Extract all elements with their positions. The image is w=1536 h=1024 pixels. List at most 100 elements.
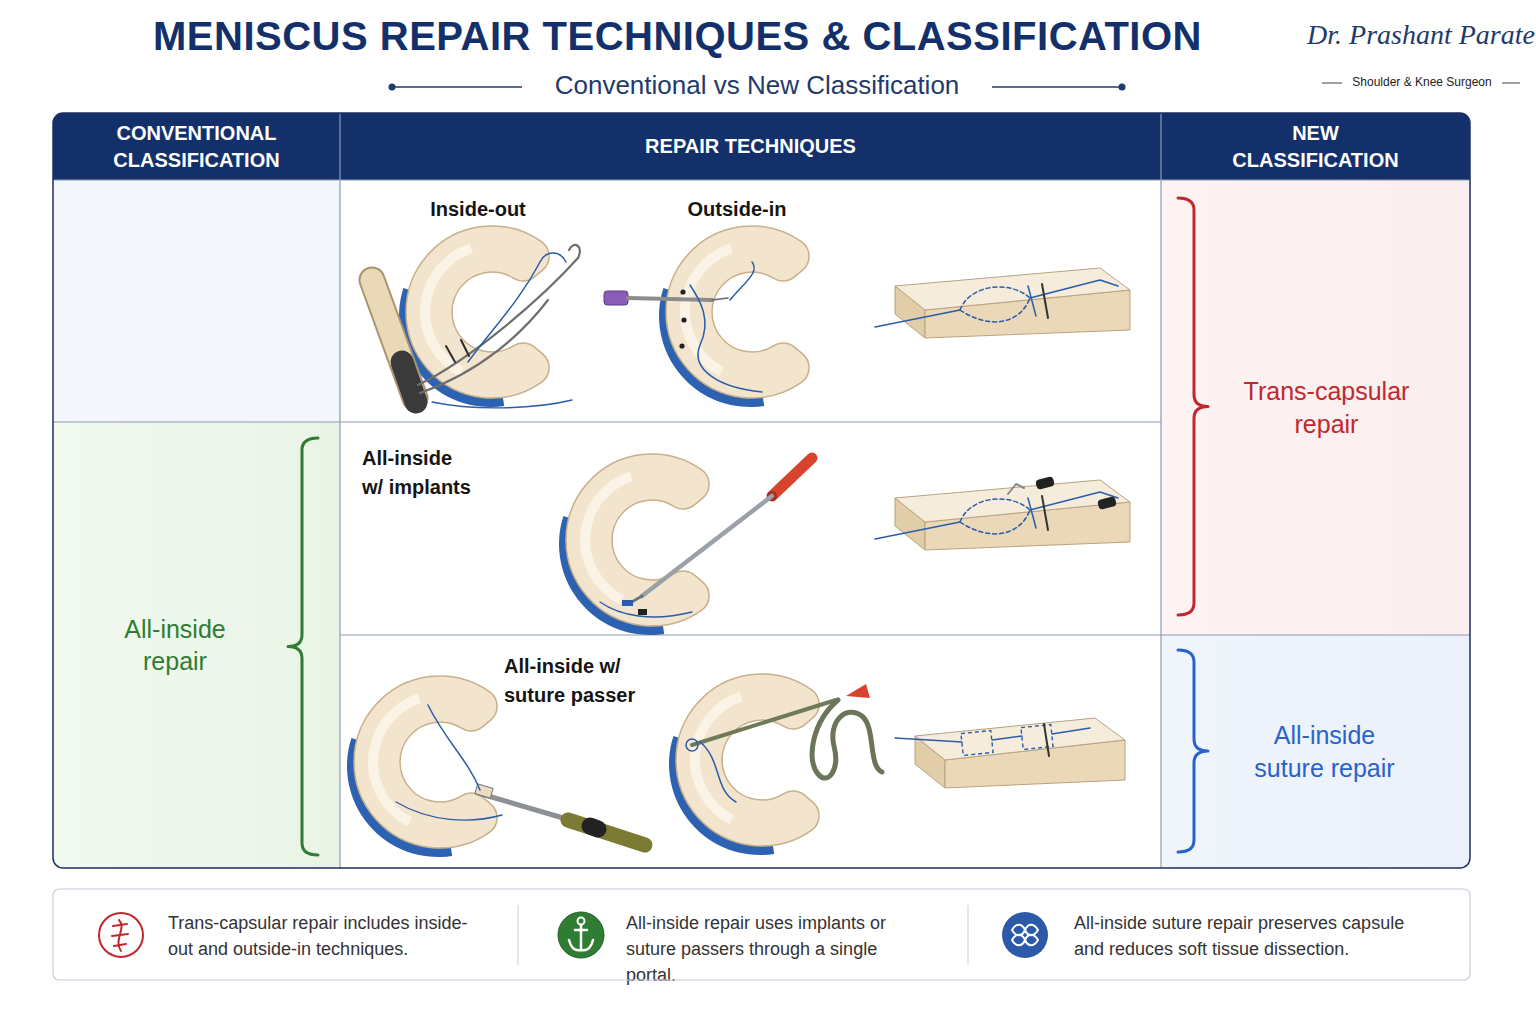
slab-front	[925, 502, 1130, 550]
meniscus-highlight	[580, 472, 633, 605]
stitch	[1042, 496, 1048, 530]
stitch-dot	[681, 317, 686, 322]
meniscus-body	[566, 454, 709, 626]
cell-heading: All-inside suture repair	[1245, 719, 1405, 784]
curly-bracket	[288, 438, 318, 855]
technique-cell: All-inside w/ suture passer	[340, 635, 1161, 868]
column-header: REPAIR TECHNIQUES	[340, 113, 1161, 180]
suture-icon	[99, 913, 143, 957]
stitch-dot	[680, 289, 685, 294]
implant	[638, 609, 647, 615]
technique-label: All-inside w/ implants	[362, 444, 474, 502]
handle-band	[590, 826, 598, 829]
slab-top	[895, 480, 1130, 522]
slab-top	[915, 718, 1125, 760]
passer-frame	[812, 700, 882, 778]
implant-tip	[630, 596, 642, 603]
meniscus-highlight	[680, 244, 733, 377]
cannula-outline	[372, 280, 415, 398]
needle-shaft	[628, 298, 712, 300]
technique-cell: All-inside w/ implants	[340, 422, 1161, 635]
page-title: MENISCUS REPAIR TECHNIQUES & CLASSIFICAT…	[45, 14, 1310, 59]
suture-icon-line	[118, 920, 121, 951]
footer-note: Trans-capsular repair includes inside-ou…	[168, 910, 468, 962]
meniscus-body	[406, 226, 549, 398]
class-cell: Trans-capsular repair	[1161, 180, 1470, 635]
suture	[895, 738, 962, 742]
header-divider	[339, 113, 340, 180]
capsule-rim	[559, 516, 664, 635]
signature-rule	[1322, 83, 1342, 84]
anchor-implant	[1035, 476, 1055, 490]
passer-tip	[846, 684, 870, 698]
slab-side	[915, 736, 945, 788]
anchor-icon	[558, 912, 604, 958]
cell-heading: NEW CLASSIFICATION	[1216, 120, 1416, 174]
anchor-icon-line	[580, 925, 583, 950]
footer-divider	[968, 905, 969, 965]
suture-icon-line	[112, 934, 128, 936]
meniscus-body	[354, 676, 497, 848]
suture	[432, 400, 572, 408]
suture-hidden	[960, 510, 1030, 534]
suture-loop	[686, 739, 698, 751]
needle-tip	[712, 298, 728, 300]
suture	[600, 602, 692, 617]
cell-heading: Trans-capsular repair	[1232, 375, 1422, 440]
stitch	[446, 346, 455, 362]
suture-hidden	[960, 298, 1030, 322]
suture-hidden	[1021, 724, 1053, 749]
implant-shaft	[642, 496, 772, 596]
stitch	[461, 340, 469, 356]
technique-cell: Inside-outOutside-in	[340, 180, 1161, 422]
meniscus-highlight	[420, 244, 473, 377]
slab-front	[945, 740, 1125, 788]
passer-shaft	[478, 793, 570, 820]
suture	[1052, 728, 1090, 734]
stitch-dot	[679, 343, 684, 348]
handle-collar	[767, 491, 777, 501]
capsule-rim	[399, 288, 504, 407]
implant-handle	[772, 458, 812, 496]
tissue-slab	[915, 718, 1125, 788]
passer-handle	[568, 820, 645, 845]
subtitle-rule	[392, 86, 522, 88]
tissue-slab	[895, 480, 1130, 550]
passer-jaw	[475, 784, 493, 798]
suture	[1028, 286, 1036, 316]
meniscus-highlight	[690, 692, 743, 825]
class-cell: All-inside suture repair	[1161, 635, 1470, 868]
signature-rule	[1502, 83, 1520, 84]
cell-heading: CONVENTIONAL CLASSIFICATION	[97, 120, 297, 174]
suture-icon-line	[113, 924, 127, 926]
footer-note: All-inside repair uses implants or sutur…	[626, 910, 916, 988]
curly-bracket	[1178, 198, 1208, 615]
footer-box	[53, 889, 1470, 980]
slab-top	[895, 268, 1130, 310]
cell-heading: REPAIR TECHNIQUES	[645, 133, 856, 160]
grid-line	[339, 180, 340, 868]
capsule-rim	[669, 736, 774, 855]
grid-line	[53, 421, 1161, 422]
suture	[730, 262, 754, 300]
grid-line	[340, 634, 1470, 635]
capsule-rim	[347, 738, 452, 857]
cannula	[372, 280, 415, 398]
technique-label: All-inside w/ suture passer	[504, 652, 674, 710]
tissue-slab	[895, 268, 1130, 338]
class-cell: All-inside repair	[53, 422, 340, 868]
grid-line	[53, 179, 1470, 180]
slab-front	[925, 290, 1130, 338]
column-header: NEW CLASSIFICATION	[1161, 113, 1470, 180]
needle-hook	[569, 245, 580, 258]
suture	[690, 285, 762, 392]
meniscus	[669, 674, 819, 855]
suture	[1030, 280, 1118, 298]
author-signature: Dr. Prashant Parate	[1306, 18, 1536, 52]
suture	[875, 310, 960, 327]
stitch	[1044, 724, 1049, 756]
meniscus-body	[676, 674, 819, 846]
meniscus	[347, 676, 497, 857]
cannula-tip	[402, 362, 416, 402]
